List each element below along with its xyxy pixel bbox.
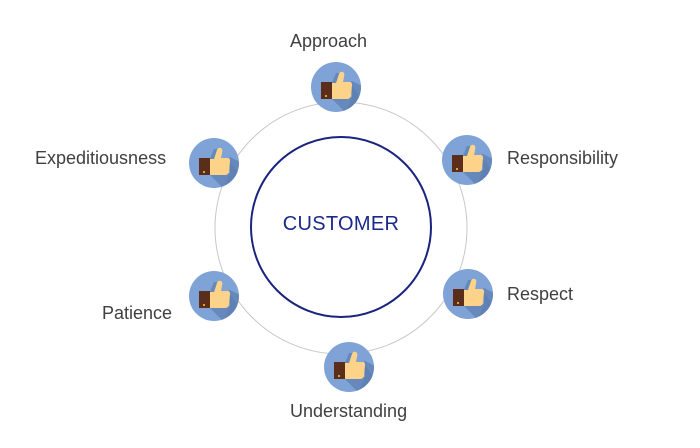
inner-ring bbox=[250, 136, 432, 318]
node-label-approach: Approach bbox=[290, 31, 368, 51]
node-label-respect: Respect bbox=[507, 284, 574, 304]
thumbs-up-icon bbox=[189, 138, 239, 188]
node-label-responsibility: Responsibility bbox=[507, 148, 619, 168]
node-label-understanding: Understanding bbox=[290, 401, 408, 421]
thumbs-up-icon bbox=[443, 269, 493, 319]
thumbs-up-icon bbox=[189, 271, 239, 321]
center-label: CUSTOMER bbox=[282, 213, 400, 235]
node-label-expeditiousness: Expeditiousness bbox=[35, 148, 167, 168]
node-label-patience: Patience bbox=[102, 303, 173, 323]
thumbs-up-icon bbox=[442, 135, 492, 185]
thumbs-up-icon bbox=[311, 62, 361, 112]
